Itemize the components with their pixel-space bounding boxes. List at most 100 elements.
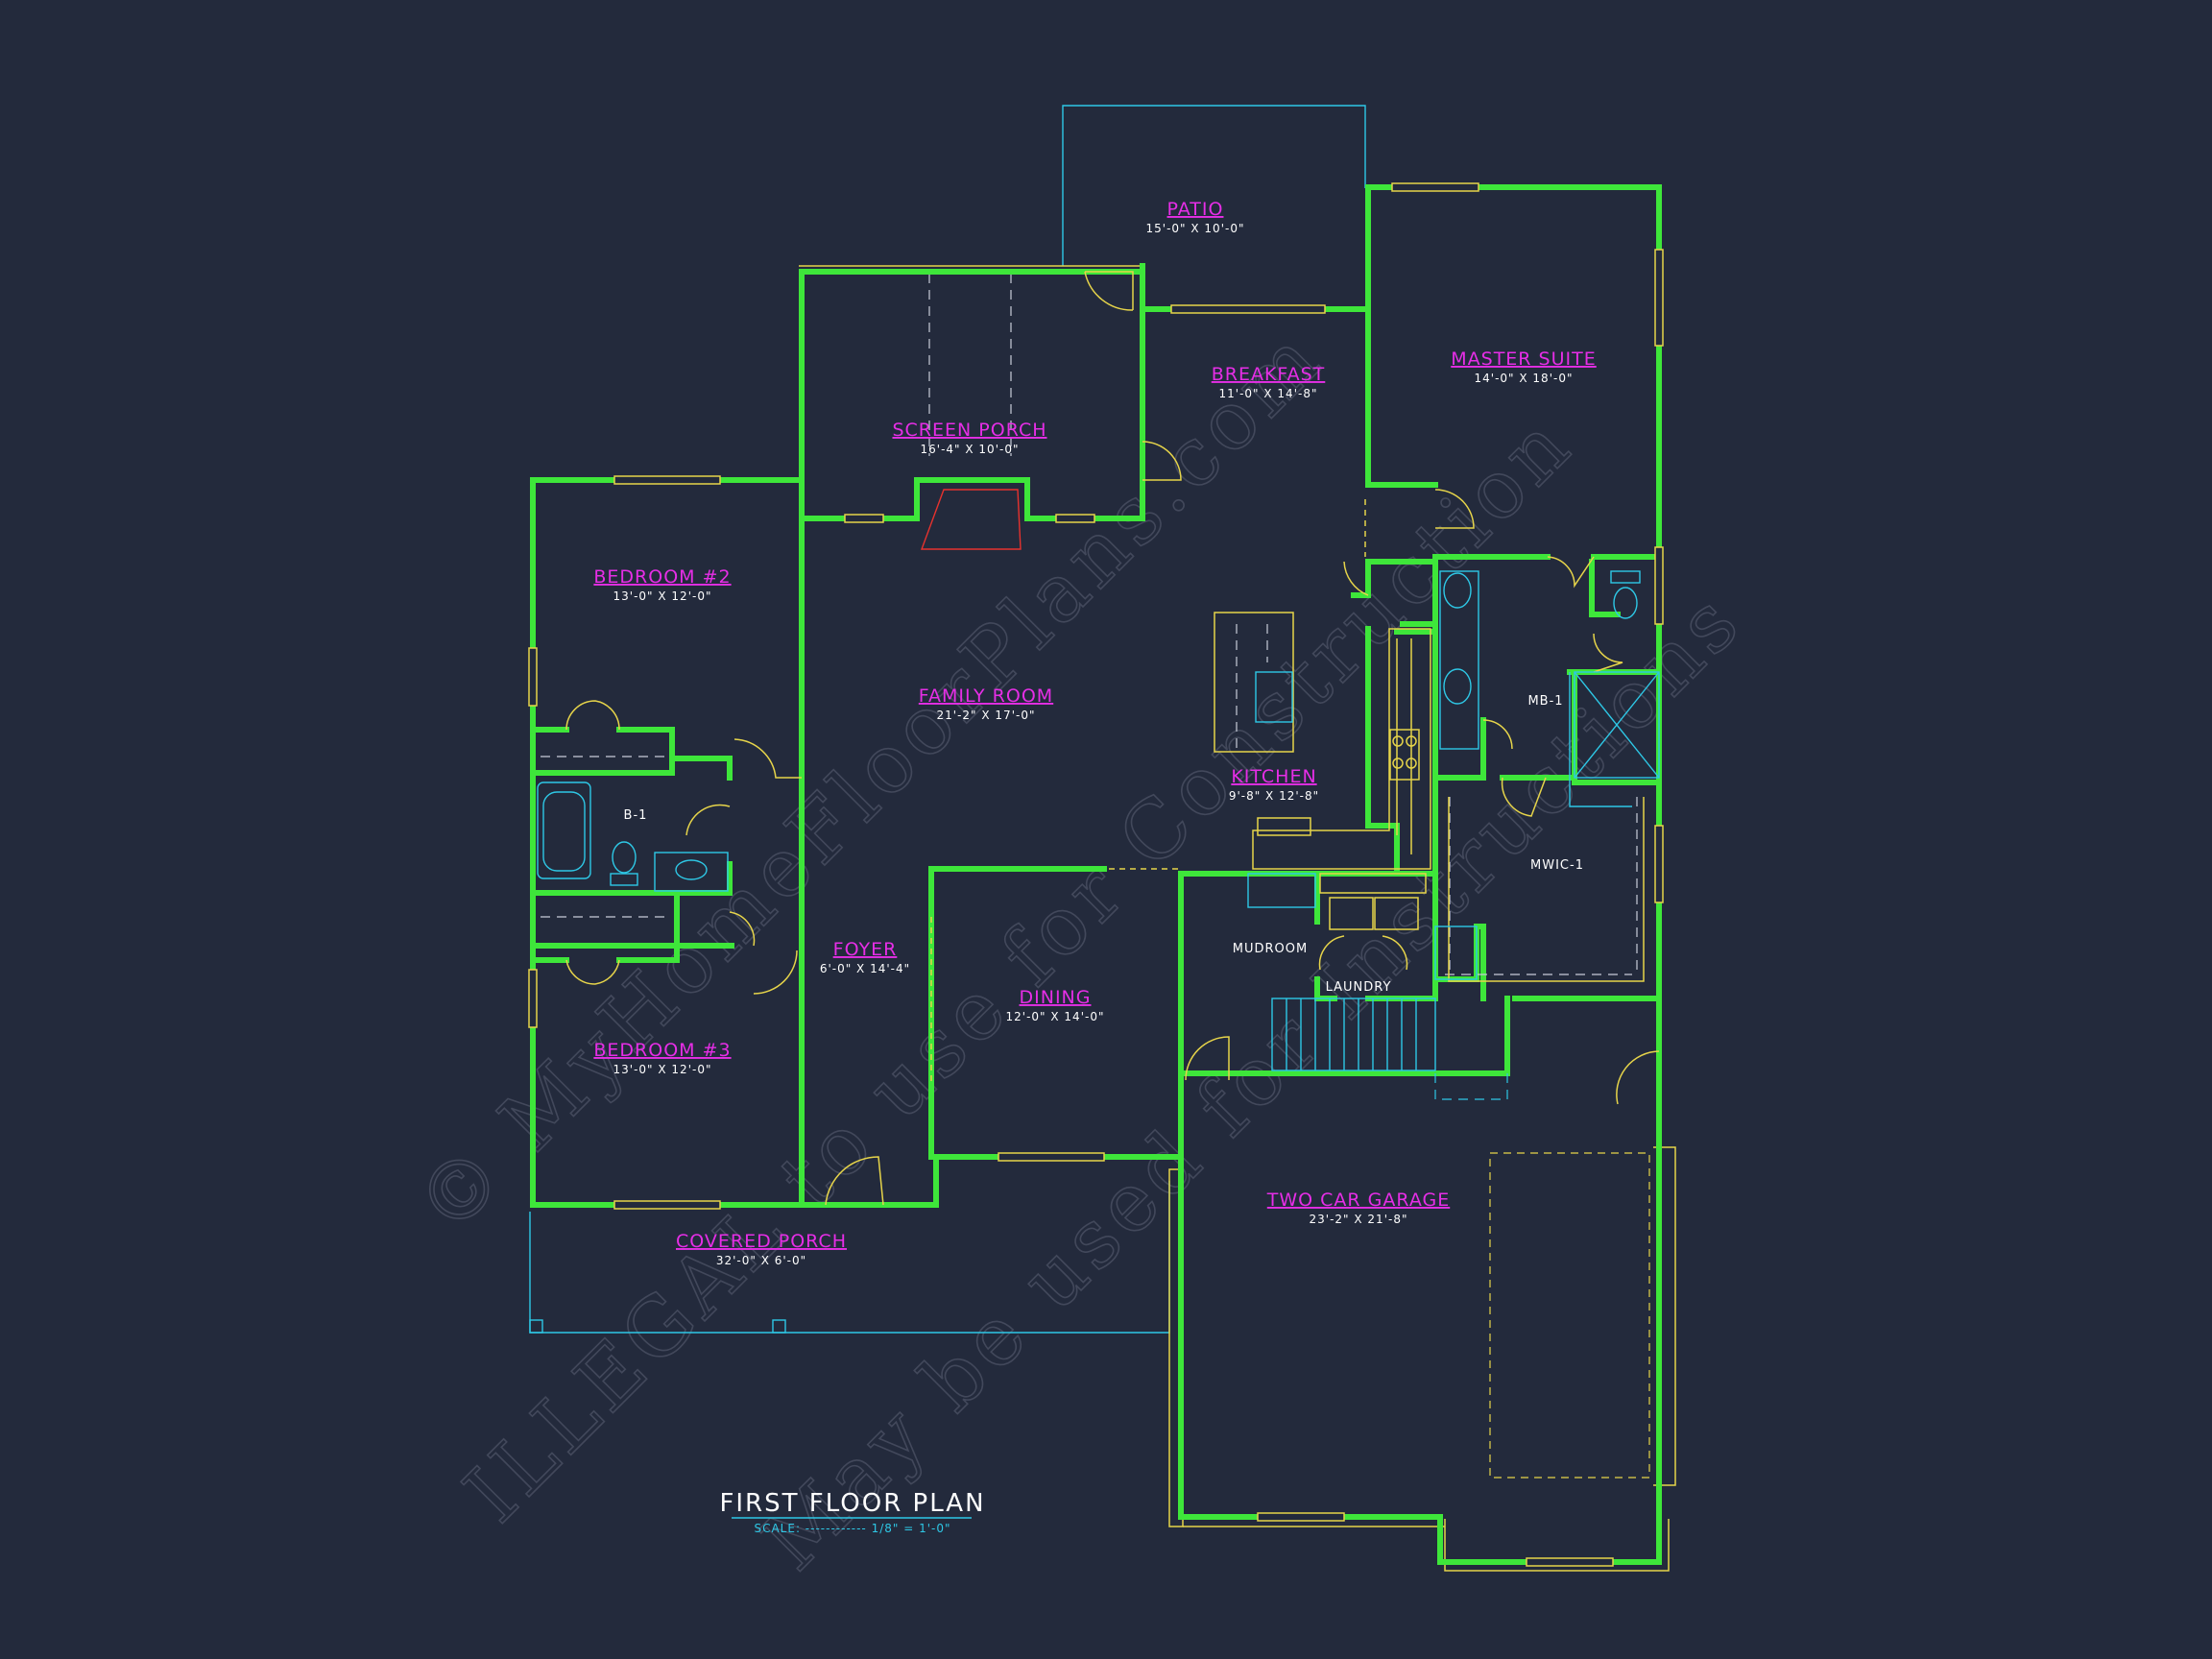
door-swing bbox=[1318, 935, 1408, 971]
shower-glass bbox=[1569, 672, 1632, 807]
bathtub-basin bbox=[542, 791, 586, 872]
wall bbox=[530, 727, 675, 776]
mudroom-bench bbox=[1247, 873, 1316, 908]
island-sink bbox=[1255, 671, 1293, 723]
room-size-dining: 12'-0" X 14'-0" bbox=[1006, 1010, 1105, 1023]
room-name-master-suite: MASTER SUITE bbox=[1451, 349, 1597, 370]
doors bbox=[565, 271, 1660, 1206]
room-size-covered-porch: 32'-0" X 6'-0" bbox=[716, 1254, 806, 1267]
stairs bbox=[1271, 998, 1436, 1071]
toilet-tank bbox=[610, 873, 638, 886]
garage-step bbox=[1444, 1519, 1670, 1572]
room-size-garage: 23'-2" X 21'-8" bbox=[1310, 1213, 1408, 1226]
room-labels: PATIO 15'-0" X 10'-0" SCREEN PORCH 16'-4… bbox=[593, 199, 1597, 1267]
kitchen-island bbox=[1214, 612, 1294, 753]
mudroom-bench bbox=[1319, 873, 1427, 894]
closet-shelf bbox=[1448, 797, 1645, 982]
garage-door bbox=[1653, 1146, 1676, 1486]
room-name-dining: DINING bbox=[1020, 987, 1092, 1008]
title-block: FIRST FLOOR PLAN SCALE: ------------ 1/8… bbox=[719, 1489, 985, 1535]
room-name-bedroom-2: BEDROOM #2 bbox=[593, 566, 731, 588]
wall bbox=[1178, 871, 1510, 1076]
washer bbox=[1329, 897, 1374, 930]
window bbox=[613, 475, 721, 485]
wall bbox=[530, 477, 939, 1208]
shower bbox=[1574, 671, 1660, 779]
door-swing bbox=[1084, 271, 1134, 311]
door-swing bbox=[1482, 719, 1513, 750]
fireplace bbox=[920, 489, 1022, 550]
beam-line bbox=[928, 274, 1012, 456]
door-swing bbox=[1547, 556, 1595, 589]
island-dash bbox=[1236, 624, 1268, 749]
window bbox=[1170, 304, 1326, 314]
door-swing bbox=[825, 1156, 884, 1206]
plan-title: FIRST FLOOR PLAN bbox=[719, 1489, 985, 1518]
fixtures bbox=[537, 570, 1660, 1100]
stair-treads bbox=[1286, 998, 1417, 1070]
sink bbox=[1443, 668, 1472, 705]
closet-rod bbox=[1445, 797, 1638, 975]
stair-landing bbox=[1434, 1073, 1508, 1100]
kitchen-counter bbox=[1252, 628, 1431, 870]
room-name-covered-porch: COVERED PORCH bbox=[676, 1231, 847, 1252]
window bbox=[1391, 182, 1479, 192]
shower-drain-lines bbox=[1574, 671, 1660, 779]
room-name-breakfast: BREAKFAST bbox=[1212, 364, 1326, 385]
window bbox=[613, 1200, 721, 1210]
burner bbox=[1406, 757, 1417, 769]
dryer bbox=[1374, 897, 1419, 930]
master-vanity bbox=[1439, 570, 1479, 750]
door-swing bbox=[733, 738, 802, 779]
sink bbox=[675, 859, 708, 880]
room-size-master-suite: 14'-0" X 18'-0" bbox=[1475, 372, 1574, 385]
room-name-family-room: FAMILY ROOM bbox=[919, 685, 1053, 707]
door-swing bbox=[1343, 561, 1369, 596]
burner bbox=[1406, 735, 1417, 747]
mudroom-locker bbox=[1434, 926, 1478, 980]
outdoor-outlines bbox=[529, 105, 1676, 1572]
wall bbox=[799, 263, 1145, 521]
porch-post bbox=[529, 1319, 543, 1334]
wall bbox=[1432, 717, 1577, 781]
door-swing bbox=[1501, 777, 1547, 817]
room-size-kitchen: 9'-8" X 12'-8" bbox=[1229, 789, 1319, 803]
label-mb1: MB-1 bbox=[1527, 694, 1563, 709]
door-swing bbox=[729, 911, 756, 947]
room-name-foyer: FOYER bbox=[833, 939, 898, 960]
door-swing bbox=[1142, 441, 1182, 481]
toilet bbox=[612, 841, 637, 874]
door-swing bbox=[753, 950, 798, 995]
room-name-garage: TWO CAR GARAGE bbox=[1266, 1190, 1450, 1211]
room-size-bedroom-2: 13'-0" X 12'-0" bbox=[613, 589, 712, 603]
toilet bbox=[1613, 587, 1638, 619]
range bbox=[1389, 729, 1420, 781]
label-mudroom: MUDROOM bbox=[1233, 942, 1308, 956]
watermark: © MyHomeFloorPlans.com ILLEGAL to use fo… bbox=[397, 309, 1761, 1589]
window bbox=[1654, 249, 1664, 347]
porch-post bbox=[772, 1319, 786, 1334]
wall bbox=[616, 943, 680, 963]
burner bbox=[1392, 757, 1404, 769]
window bbox=[1257, 1512, 1345, 1522]
wall bbox=[799, 269, 1145, 521]
room-size-patio: 15'-0" X 10'-0" bbox=[1146, 222, 1245, 235]
wall bbox=[1365, 184, 1438, 488]
window bbox=[528, 969, 538, 1028]
patio-outline bbox=[1062, 105, 1366, 266]
door-swing bbox=[1434, 489, 1475, 529]
plan-scale: SCALE: ------------ 1/8" = 1'-0" bbox=[754, 1522, 950, 1535]
wall bbox=[1365, 626, 1400, 877]
room-size-breakfast: 11'-0" X 14'-8" bbox=[1219, 387, 1318, 400]
room-name-kitchen: KITCHEN bbox=[1231, 766, 1316, 787]
room-size-foyer: 6'-0" X 14'-4" bbox=[820, 962, 910, 975]
window bbox=[1654, 825, 1664, 903]
room-name-screen-porch: SCREEN PORCH bbox=[892, 420, 1046, 441]
room-size-family-room: 21'-2" X 17'-0" bbox=[937, 709, 1036, 722]
window bbox=[1526, 1557, 1614, 1567]
sink bbox=[1443, 572, 1472, 609]
closet-shelves bbox=[541, 756, 1645, 982]
vanity bbox=[654, 852, 729, 892]
toilet-tank bbox=[1610, 570, 1641, 584]
